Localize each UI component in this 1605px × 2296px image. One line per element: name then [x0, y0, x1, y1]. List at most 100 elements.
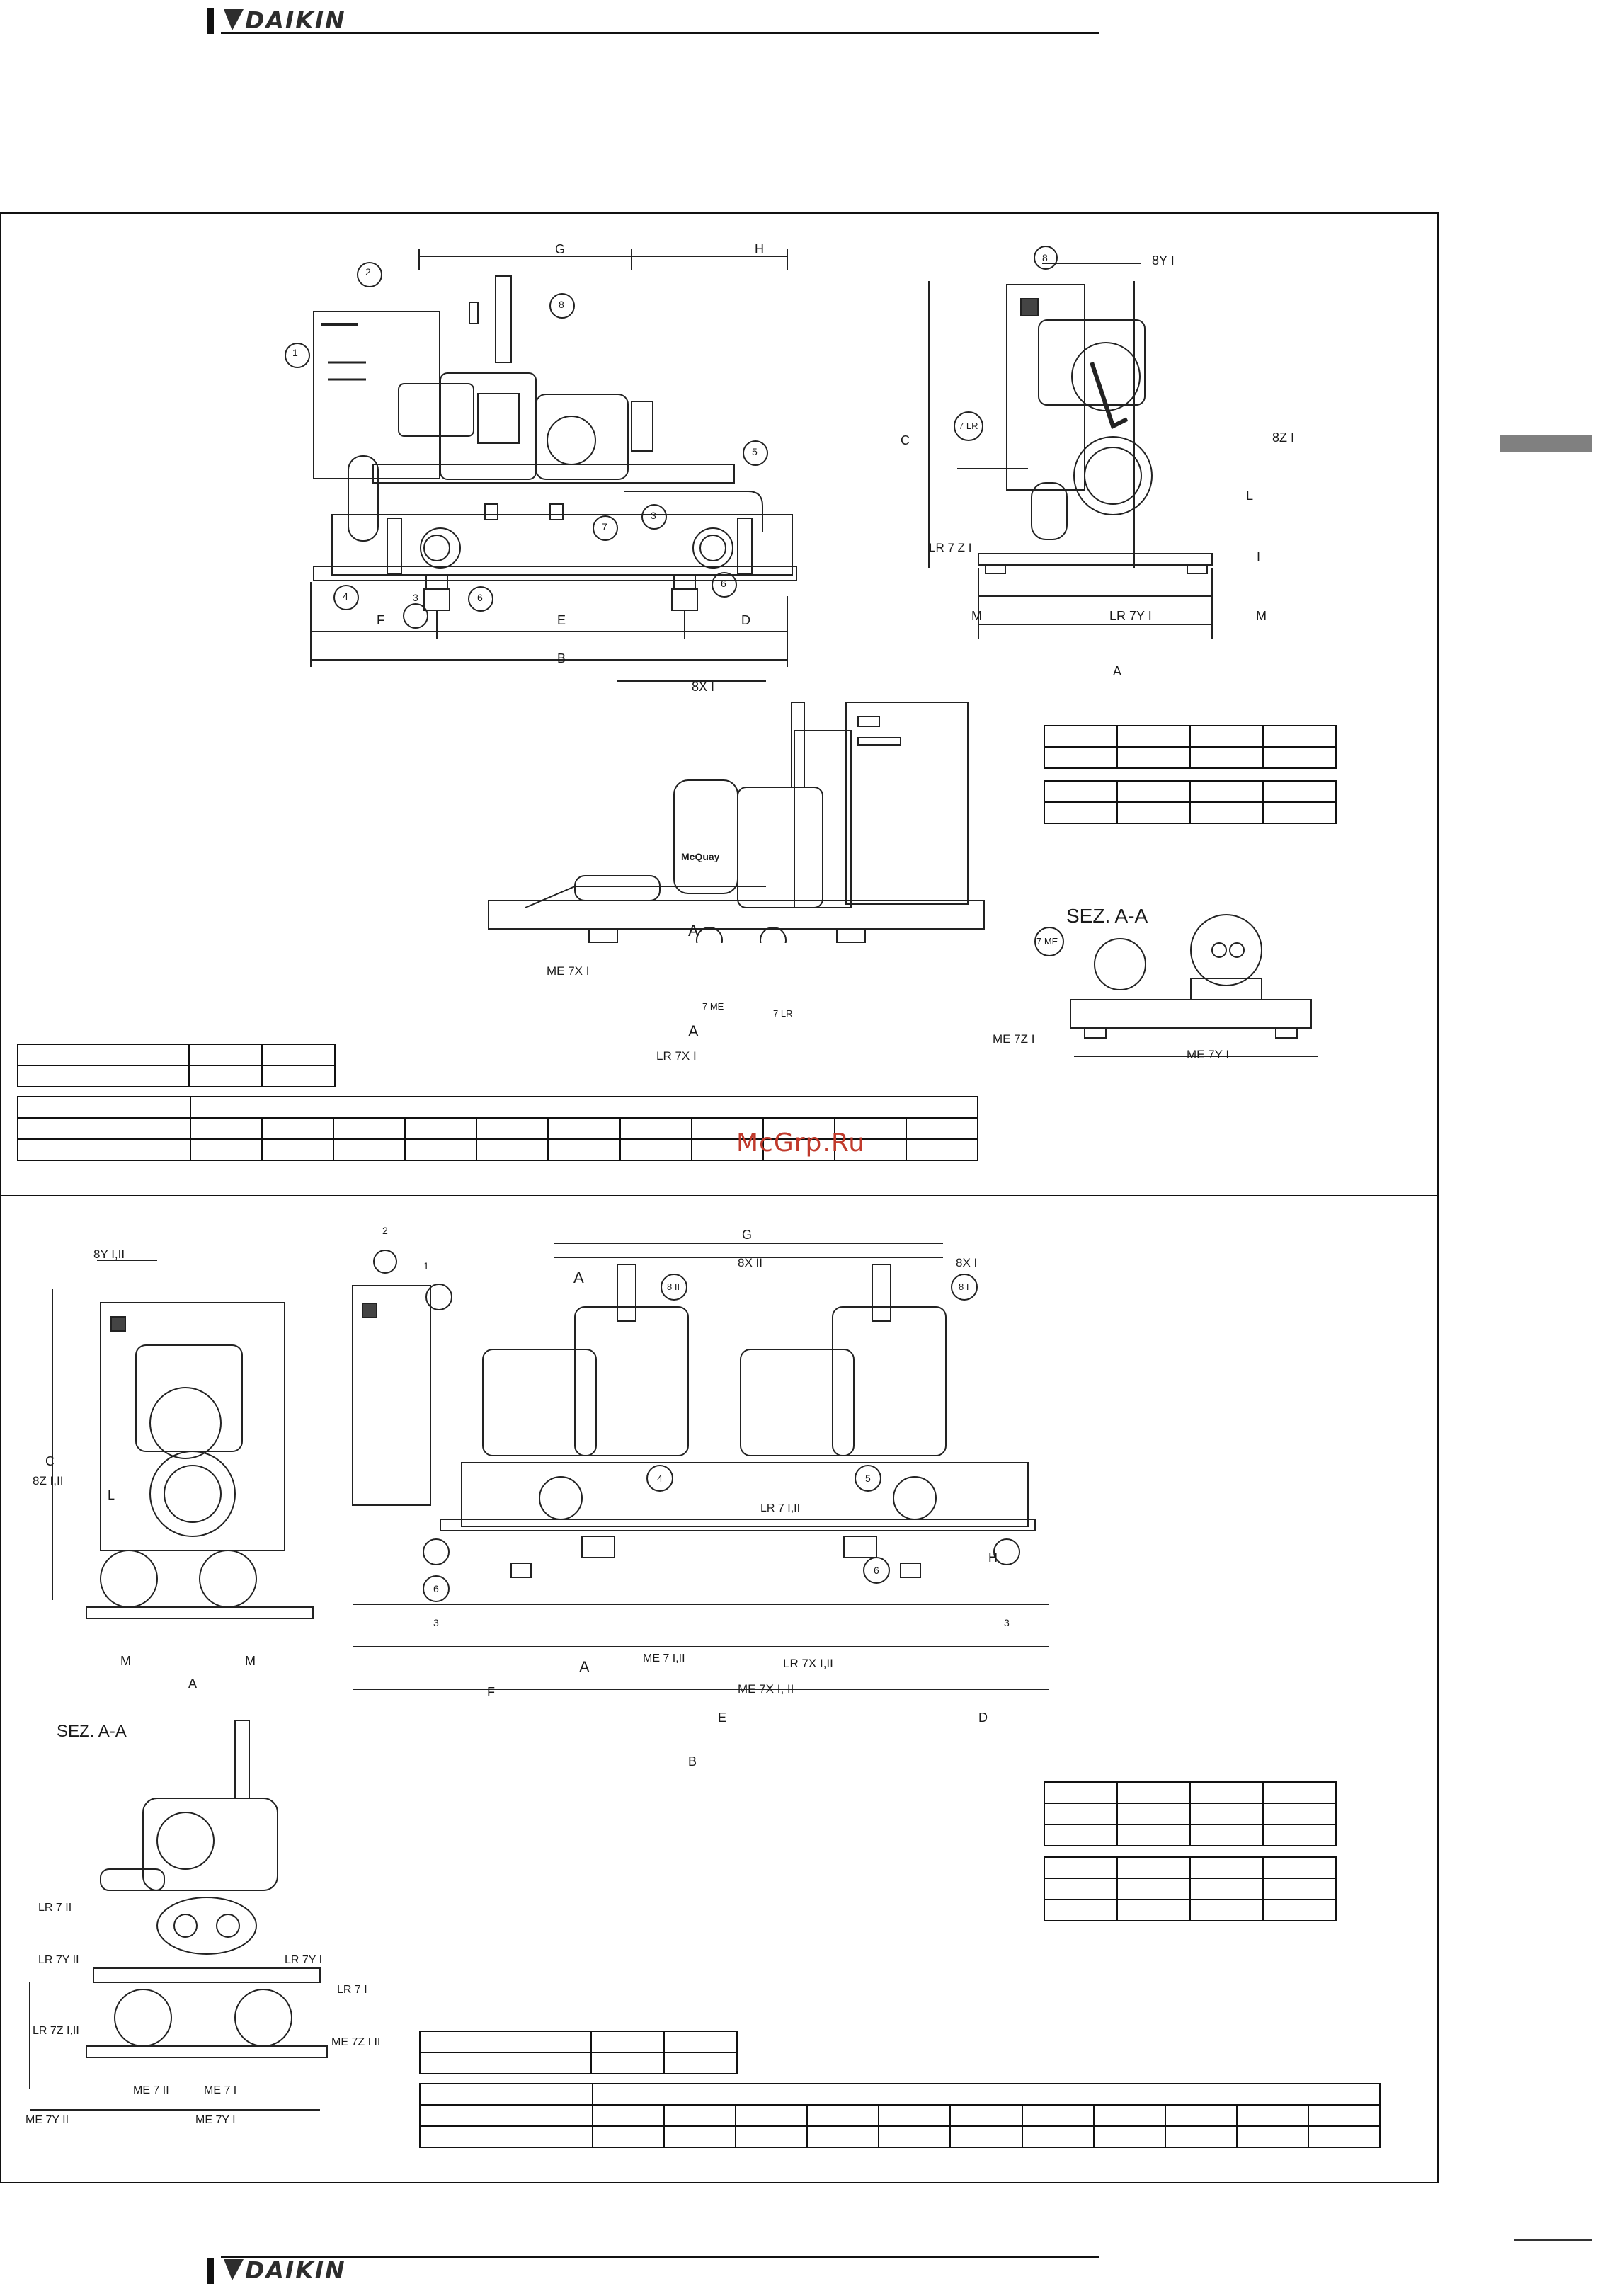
label-lr7y-i: LR 7Y I — [285, 1954, 323, 1966]
callout-3a-double: 3 — [433, 1617, 439, 1628]
callout-8-side: 8 — [1042, 252, 1048, 263]
callout-6b: 6 — [721, 578, 726, 589]
dim-lr7y: LR 7Y I — [1109, 609, 1152, 623]
spec-table-1a — [1044, 725, 1337, 769]
dim-lr7x: LR 7X I — [656, 1049, 697, 1063]
dim-l-double: L — [108, 1488, 115, 1502]
section-mark-a-bottom: A — [688, 1022, 699, 1040]
section-view-drawing-double — [29, 1720, 328, 2111]
label-lr7y-ii: LR 7Y II — [38, 1954, 79, 1966]
footer-tick — [207, 2258, 214, 2284]
section-view-drawing — [1034, 914, 1318, 1057]
label-me7-i: ME 7 I — [204, 2084, 237, 2096]
callout-1: 1 — [292, 347, 298, 358]
dim-m-right-double: M — [245, 1654, 256, 1668]
dim-8y-double: 8Y I,II — [93, 1247, 125, 1261]
dim-me7x-double: ME 7X I, II — [738, 1682, 794, 1696]
dim-d: D — [741, 613, 750, 627]
callout-7: 7 — [602, 521, 607, 532]
front-view-drawing — [352, 1243, 1049, 1690]
daikin-logo: DAIKIN — [217, 6, 346, 34]
callout-6b-double: 6 — [874, 1565, 879, 1576]
callout-7me-section: 7 ME — [1036, 936, 1058, 947]
dim-me7x: ME 7X I — [547, 964, 590, 978]
header-rule — [221, 32, 1099, 34]
dim-f-double: F — [487, 1685, 495, 1699]
label-me7-i-ii: ME 7 I,II — [643, 1652, 685, 1664]
spec-table-1b — [1044, 780, 1337, 824]
dim-m-left-double: M — [120, 1654, 131, 1668]
daikin-logo-footer-text: DAIKIN — [245, 2256, 346, 2284]
callout-4: 4 — [343, 590, 348, 602]
dim-me7z: ME 7Z I — [993, 1032, 1035, 1046]
daikin-logo-text: DAIKIN — [245, 6, 346, 34]
dim-8x1: 8X I — [956, 1256, 978, 1269]
dim-8z: 8Z I — [1272, 430, 1295, 445]
data-table-1a — [17, 1044, 336, 1087]
dim-c-double: C — [45, 1454, 55, 1468]
dim-e-double: E — [718, 1710, 727, 1725]
callout-6a: 6 — [477, 592, 483, 603]
data-table-1b — [16, 1096, 979, 1161]
label-me7y-ii: ME 7Y II — [25, 2114, 69, 2126]
dim-f: F — [377, 613, 384, 627]
callout-7me-rear: 7 ME — [702, 1001, 724, 1012]
dim-g: G — [555, 242, 566, 256]
drawing-panel-double: 8Y I,II C 8Z I,II L M M A G 8X II 8X I A… — [0, 1195, 1439, 2183]
dim-e: E — [557, 613, 566, 627]
daikin-logo-footer-icon — [217, 2259, 244, 2280]
section-mark-a-bottom-double: A — [579, 1658, 590, 1676]
dim-d-double: D — [978, 1710, 988, 1725]
label-me7z-i-ii: ME 7Z I II — [331, 2036, 381, 2048]
callout-1-double: 1 — [423, 1260, 429, 1272]
callout-3b: 3 — [651, 510, 656, 521]
data-table-2b — [418, 2083, 1381, 2148]
label-lr7-i-ii: LR 7 I,II — [760, 1502, 801, 1514]
dim-h-double: H — [988, 1550, 998, 1565]
dim-g-double: G — [742, 1228, 753, 1242]
callout-7lr-side: 7 LR — [959, 421, 978, 431]
footer-brand-bar: DAIKIN — [207, 2256, 1099, 2284]
rear-view-drawing — [488, 680, 985, 943]
dim-8y: 8Y I — [1152, 253, 1175, 268]
dim-8x: 8X I — [692, 680, 715, 694]
dim-l: L — [1246, 489, 1254, 503]
callout-3a: 3 — [413, 592, 418, 603]
side-tab-marker — [1500, 435, 1592, 452]
dim-a-double: A — [188, 1677, 198, 1691]
label-lr7-ii: LR 7 II — [38, 1902, 72, 1914]
callout-3b-double: 3 — [1004, 1617, 1010, 1628]
callout-5: 5 — [752, 446, 758, 457]
footer-side-line — [1514, 2239, 1592, 2241]
section-title-1: SEZ. A-A — [1066, 905, 1148, 927]
dim-i: I — [1257, 549, 1261, 564]
dim-a: A — [1113, 664, 1122, 678]
drawing-panel-single: G H F E D B 1 2 3 3 4 5 6 6 7 8 8Y I C 8… — [0, 212, 1439, 1199]
header-brand-bar: DAIKIN — [207, 6, 1099, 34]
watermark-text: McGrp.Ru — [736, 1129, 866, 1158]
dim-b-double: B — [688, 1754, 697, 1769]
label-me7-ii: ME 7 II — [133, 2084, 169, 2096]
callout-7lr-rear: 7 LR — [773, 1008, 793, 1019]
dim-lr7z: LR 7 Z I — [929, 541, 972, 554]
section-mark-a-top: A — [688, 922, 699, 939]
callout-2-double: 2 — [382, 1225, 388, 1236]
label-me7y-i: ME 7Y I — [195, 2114, 236, 2126]
callout-8ii: 8 II — [667, 1281, 680, 1292]
dim-m-right: M — [1256, 609, 1267, 623]
section-mark-a-top-double: A — [573, 1269, 584, 1286]
label-lr7-i: LR 7 I — [337, 1984, 367, 1996]
daikin-logo-icon — [217, 9, 244, 30]
end-view-drawing — [52, 1260, 314, 1635]
dim-lr7x-double: LR 7X I,II — [783, 1657, 833, 1670]
footer-rule — [221, 2256, 1099, 2258]
header-tick — [207, 8, 214, 34]
callout-4-double: 4 — [657, 1473, 663, 1484]
dim-c: C — [901, 433, 910, 447]
callout-6a-double: 6 — [433, 1583, 439, 1594]
callout-8: 8 — [559, 299, 564, 310]
dim-m-left: M — [971, 609, 982, 623]
spec-table-2b — [1044, 1856, 1337, 1921]
spec-table-2a — [1044, 1781, 1337, 1846]
label-lr7z-i-ii: LR 7Z I,II — [33, 2025, 79, 2037]
